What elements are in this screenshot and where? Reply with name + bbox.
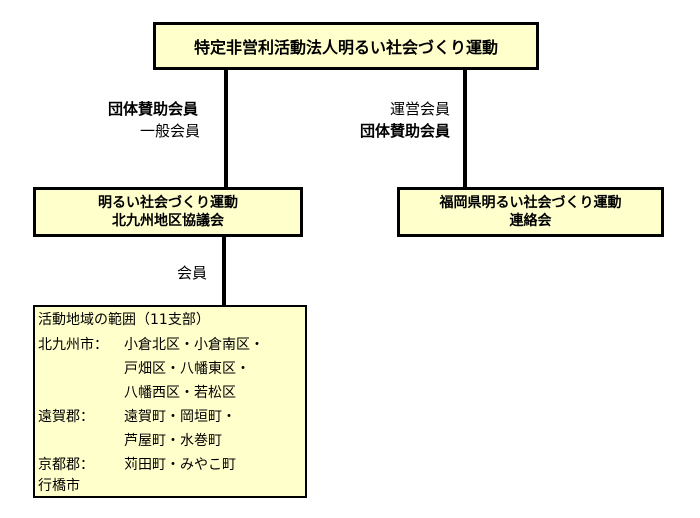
kitakyushu-wards-line1: 小倉北区・小倉南区・ (124, 337, 264, 353)
onga-towns-line2: 芦屋町・水巻町 (124, 433, 222, 449)
top-organization-box: 特定非営利活動法人明るい社会づくり運動 (153, 22, 539, 70)
activity-area-box: 活動地域の範囲（11支部） 北九州市： 小倉北区・小倉南区・ 戸畑区・八幡東区・… (33, 305, 307, 498)
kitakyushu-label: 北九州市： (38, 337, 108, 353)
top-organization-title: 特定非営利活動法人明るい社会づくり運動 (193, 38, 498, 57)
connector-left-area (222, 237, 226, 305)
connector-top-right (463, 70, 467, 187)
onga-towns-line1: 遠賀町・岡垣町・ (124, 409, 236, 425)
onga-label: 遠賀郡： (38, 409, 94, 425)
yukuhashi-label: 行橋市 (38, 478, 80, 494)
right-link-label-1: 運営会員 (390, 100, 451, 118)
kitakyushu-wards-line2: 戸畑区・八幡東区・ (124, 361, 250, 377)
kitakyushu-council-line1: 明るい社会づくり運動 (98, 195, 238, 211)
kitakyushu-council-box: 明るい社会づくり運動 北九州地区協議会 (33, 187, 303, 237)
activity-area-title: 活動地域の範囲（11支部） (38, 312, 210, 328)
fukuoka-liaison-box: 福岡県明るい社会づくり運動 連絡会 (397, 187, 664, 237)
kitakyushu-wards-line3: 八幡西区・若松区 (124, 385, 236, 401)
right-link-label-2: 団体賛助会員 (360, 122, 451, 140)
left-link-label-1: 団体賛助会員 (108, 100, 199, 118)
miyako-towns-line1: 苅田町・みやこ町 (124, 457, 236, 473)
kitakyushu-council-line2: 北九州地区協議会 (112, 213, 224, 229)
fukuoka-liaison-line1: 福岡県明るい社会づくり運動 (439, 195, 622, 211)
miyako-label: 京都郡： (38, 457, 94, 473)
connector-top-left (224, 70, 228, 187)
fukuoka-liaison-line2: 連絡会 (509, 213, 552, 229)
left-link-label-2: 一般会員 (140, 122, 201, 140)
member-link-label: 会員 (177, 264, 208, 282)
